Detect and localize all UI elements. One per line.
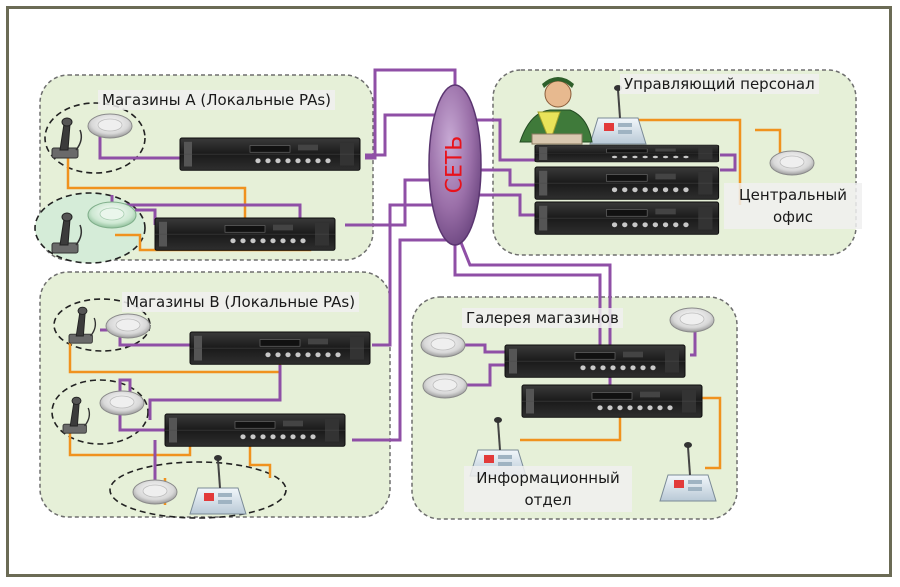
network-hub — [428, 84, 482, 246]
ceiling-speaker-icon — [769, 150, 815, 176]
ceiling-speaker-icon — [132, 479, 178, 505]
zone-label-stores-a: Магазины А (Локальные PAs) — [98, 90, 336, 110]
amplifier-gallery-1 — [504, 344, 686, 378]
cluster-b3 — [109, 461, 287, 519]
amplifier-mgmt-2 — [534, 166, 720, 200]
network-label: СЕТЬ — [442, 135, 468, 194]
ceiling-speaker-icon — [87, 201, 137, 229]
zone-label-gallery: Галерея магазинов — [462, 308, 623, 328]
amplifier-gallery-2 — [521, 384, 703, 418]
ceiling-speaker-icon — [420, 332, 466, 358]
amplifier-a2 — [154, 217, 336, 251]
amplifier-mgmt-3 — [534, 201, 720, 235]
zone-label-management: Управляющий персонал — [620, 74, 819, 94]
cluster-b2 — [51, 379, 149, 445]
cluster-a1 — [44, 102, 146, 174]
zone-label-stores-b: Магазины В (Локальные PAs) — [122, 292, 360, 312]
ceiling-speaker-icon — [669, 307, 715, 333]
ceiling-speaker-icon — [99, 390, 145, 416]
amplifier-b2 — [164, 413, 346, 447]
operator-icon — [519, 77, 593, 145]
ceiling-speaker-icon — [87, 113, 133, 139]
ceiling-speaker-icon — [105, 313, 151, 339]
zone-label-central-office: Центральный офис — [724, 183, 862, 229]
amplifier-a1 — [179, 137, 361, 171]
amplifier-mgmt-1 — [534, 144, 720, 163]
zone-label-info-desk: Информационный отдел — [464, 466, 632, 512]
amplifier-b1 — [189, 331, 371, 365]
ceiling-speaker-icon — [422, 373, 468, 399]
